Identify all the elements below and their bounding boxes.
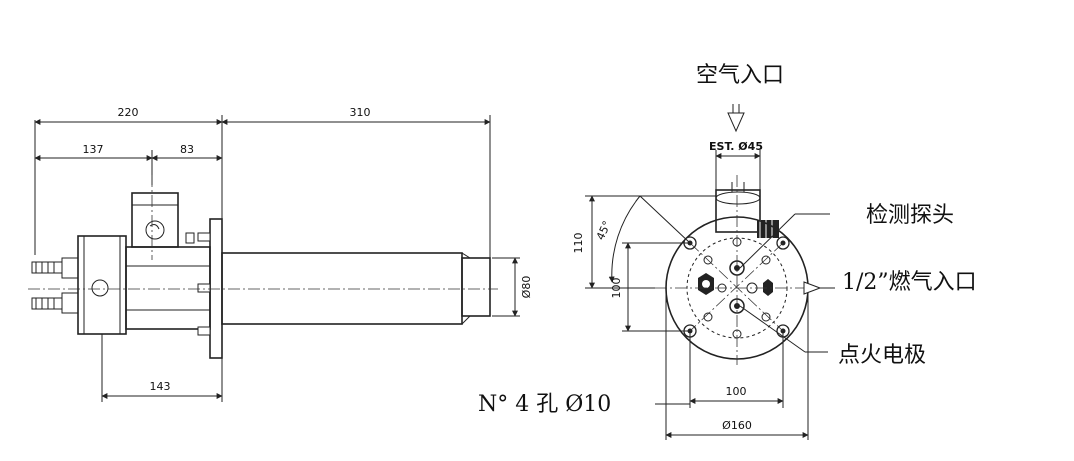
front-view: 空气入口 EST. Ø45 — [478, 63, 977, 440]
mixing-body — [125, 246, 211, 330]
side-view: 220 310 137 83 — [28, 106, 533, 402]
holes-label: N° 4 孔 Ø10 — [478, 392, 611, 417]
blast-tube — [221, 252, 463, 325]
angle-45: 45° — [594, 219, 614, 242]
gas-fitting — [763, 279, 773, 296]
ignition-electrode-label: 点火电极 — [838, 343, 926, 368]
probe-label: 检测探头 — [866, 203, 954, 228]
dim-220: 220 — [118, 106, 139, 119]
electrode-terminals — [31, 257, 79, 314]
bolt-holes — [683, 236, 790, 339]
gas-inlet-arrow — [803, 281, 822, 295]
side-port-circle — [91, 279, 109, 297]
air-inlet-label: 空气入口 — [696, 63, 784, 88]
probe-port — [145, 220, 165, 240]
gas-inlet-label: 1/2”燃气入口 — [842, 270, 977, 295]
mounting-flange — [209, 218, 223, 359]
rear-housing — [77, 235, 127, 335]
dim-137: 137 — [83, 143, 104, 156]
air-inlet-arrow — [727, 112, 745, 133]
probe-screw — [757, 220, 779, 238]
dim-100-horizontal: 100 — [726, 385, 747, 398]
dim-83: 83 — [180, 143, 194, 156]
dim-110: 110 — [572, 233, 585, 254]
est-dia-label: EST. Ø45 — [709, 140, 763, 153]
dim-100-vertical: 100 — [610, 278, 623, 299]
dim-tube-dia: Ø80 — [520, 276, 533, 299]
dim-310: 310 — [350, 106, 371, 119]
air-inlet-neck — [131, 192, 179, 248]
dim-143: 143 — [150, 380, 171, 393]
dim-160: Ø160 — [722, 419, 752, 432]
front-air-neck — [715, 189, 761, 233]
tube-nozzle — [461, 257, 491, 317]
